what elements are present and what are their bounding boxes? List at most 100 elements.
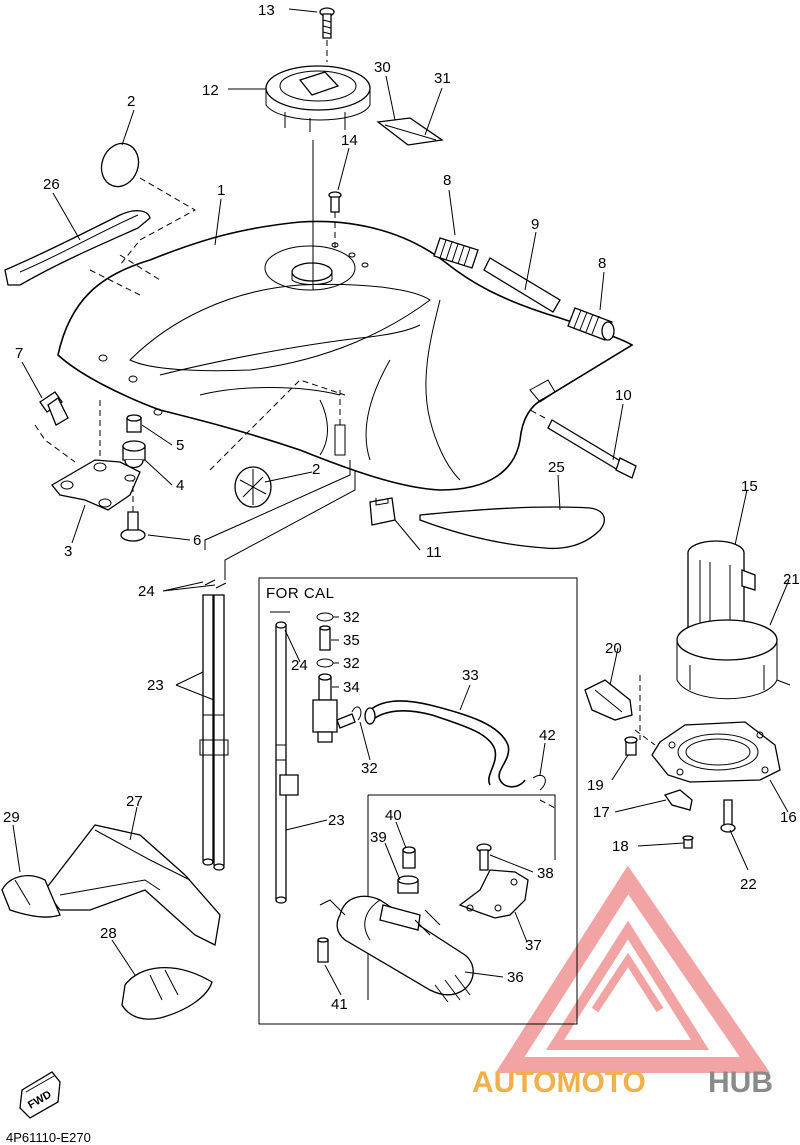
bracket-3 <box>34 400 141 511</box>
cap-2-top <box>100 142 197 266</box>
callout-37: 37 <box>525 937 542 954</box>
callout-4: 4 <box>176 477 184 494</box>
bolt-14 <box>328 191 342 250</box>
callout-8-b: 8 <box>598 255 606 272</box>
callout-32-b: 32 <box>343 655 360 672</box>
bolt-10 <box>529 409 637 479</box>
collar-5 <box>126 414 142 433</box>
callout-25: 25 <box>548 459 565 476</box>
callout-16: 16 <box>780 809 797 826</box>
diagram-code: 4P61110-E270 <box>6 1130 91 1145</box>
callout-29: 29 <box>3 809 20 826</box>
callout-15: 15 <box>741 478 758 495</box>
callout-26: 26 <box>43 176 60 193</box>
callout-12: 12 <box>202 82 219 99</box>
callout-6: 6 <box>193 532 201 549</box>
plate-16 <box>634 721 781 783</box>
clip-20 <box>584 675 641 740</box>
callout-14: 14 <box>341 132 358 149</box>
callout-9: 9 <box>531 216 539 233</box>
fuel-cap-12 <box>265 65 371 290</box>
bolt-7 <box>39 391 69 426</box>
pad-30-31 <box>376 117 444 146</box>
pipe-35 <box>319 625 331 651</box>
strip-26 <box>4 210 161 296</box>
cover-28 <box>121 966 213 1020</box>
callout-11: 11 <box>426 544 442 561</box>
collar-40 <box>402 846 416 869</box>
callout-21: 21 <box>783 571 800 588</box>
callout-41: 41 <box>331 996 348 1013</box>
callout-28: 28 <box>100 925 117 942</box>
watermark-logo <box>495 865 771 1073</box>
clip-32-top <box>316 612 334 622</box>
fwd-arrow-icon: FWD <box>19 1071 61 1119</box>
callout-33: 33 <box>462 667 479 684</box>
callout-40: 40 <box>385 807 402 824</box>
connector-11 <box>369 497 396 526</box>
inset-title: FOR CAL <box>266 585 335 602</box>
bolt-19 <box>624 736 638 756</box>
callout-34: 34 <box>343 679 360 696</box>
hose-23-inset <box>270 611 299 904</box>
callout-3: 3 <box>64 543 72 560</box>
seal-25 <box>419 506 605 550</box>
callout-1: 1 <box>217 182 225 199</box>
callout-numbers: 13 12 2 26 1 14 30 31 8 9 8 10 7 5 4 6 3… <box>3 2 800 1013</box>
clamp-17 <box>663 789 693 811</box>
screw-18 <box>682 835 694 849</box>
fuel-pump-15 <box>676 540 791 700</box>
callout-32-c: 32 <box>361 760 378 777</box>
callout-7: 7 <box>15 345 23 362</box>
callout-38: 38 <box>537 865 554 882</box>
valve-34 <box>312 673 356 743</box>
hose-clamp-8b <box>567 307 615 341</box>
watermark-text-a: AUTOMOTO <box>472 1066 646 1099</box>
watermark-text-b: HUB <box>708 1066 773 1099</box>
pipe-9 <box>483 257 561 313</box>
callout-42: 42 <box>539 727 556 744</box>
cover-27 <box>44 824 221 946</box>
callout-5: 5 <box>176 437 184 454</box>
callout-39: 39 <box>370 829 387 846</box>
bracket-29 <box>1 875 61 918</box>
callout-36: 36 <box>507 969 524 986</box>
callout-2-top: 2 <box>127 93 135 110</box>
hose-clamp-8a <box>433 237 479 269</box>
callout-24-left: 24 <box>138 583 155 600</box>
damper-39 <box>397 875 419 894</box>
callout-10: 10 <box>615 387 632 404</box>
cap-2-bottom <box>209 379 346 508</box>
cal-inset-box <box>258 577 578 1025</box>
callout-2-bottom: 2 <box>312 461 320 478</box>
bolt-38 <box>476 843 492 871</box>
fuel-tank <box>57 220 634 491</box>
callout-17: 17 <box>593 804 610 821</box>
bracket-37 <box>458 869 529 919</box>
callout-31: 31 <box>434 70 451 87</box>
hose-23-left <box>199 460 356 871</box>
callout-22: 22 <box>740 876 757 893</box>
callout-13: 13 <box>258 2 275 19</box>
clip-32-low <box>351 706 362 721</box>
callout-8-a: 8 <box>443 172 451 189</box>
callout-19: 19 <box>587 777 604 794</box>
pin-41 <box>317 937 329 963</box>
leader-lines <box>12 8 790 996</box>
hose-33 <box>364 700 526 788</box>
damper-4 <box>122 440 146 469</box>
callout-23-inset: 23 <box>328 812 345 829</box>
clip-42 <box>532 774 556 860</box>
callout-30: 30 <box>374 59 391 76</box>
callout-32-a: 32 <box>343 609 360 626</box>
canister-36 <box>319 895 474 1003</box>
callout-35: 35 <box>343 632 360 649</box>
clip-32-mid <box>316 658 334 668</box>
callout-18: 18 <box>612 838 629 855</box>
callout-23-left: 23 <box>147 677 164 694</box>
bolt-13 <box>319 7 335 62</box>
callout-24-inset: 24 <box>291 657 308 674</box>
bolt-22 <box>720 799 736 833</box>
bolt-6 <box>120 480 146 542</box>
